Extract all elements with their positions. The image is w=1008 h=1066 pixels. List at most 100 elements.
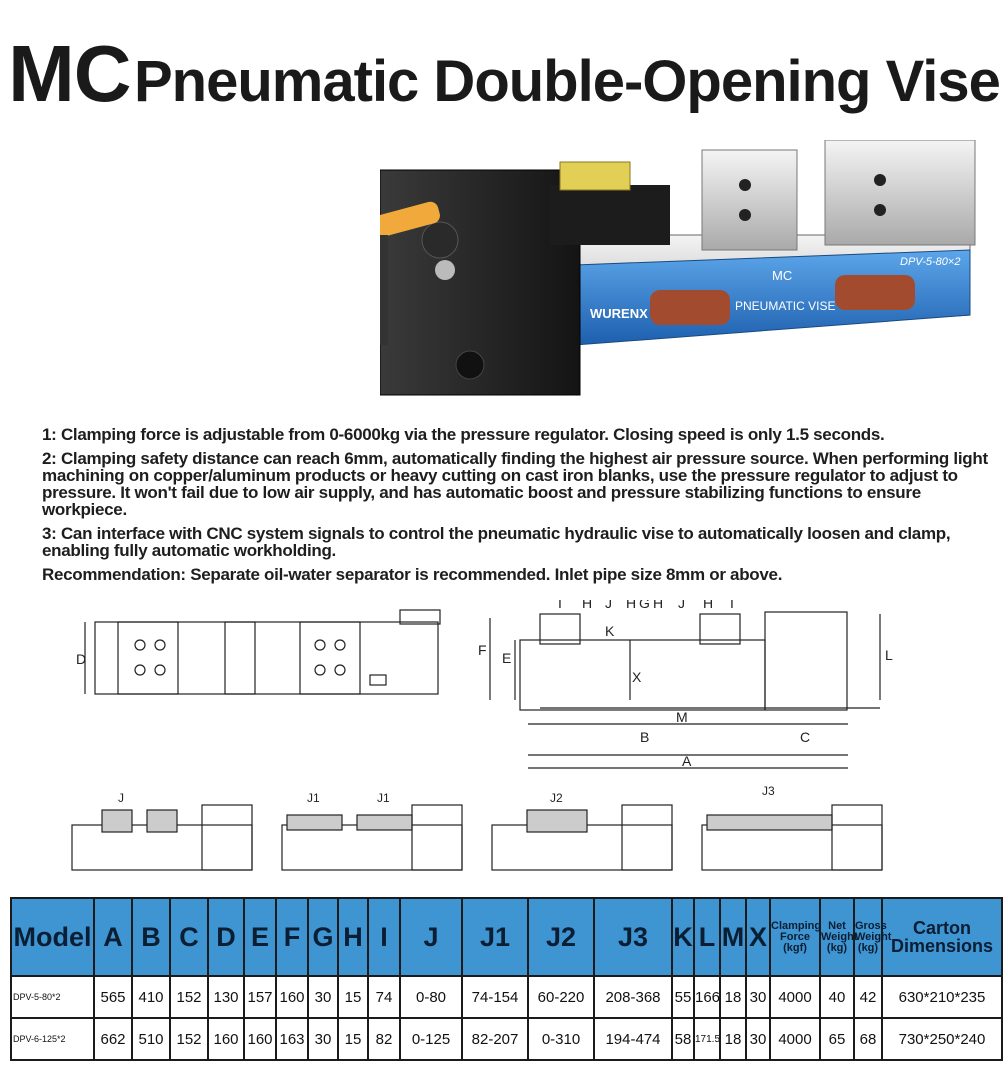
dim-A: A — [682, 753, 692, 769]
table-cell: 194-474 — [593, 1017, 673, 1061]
col-header-model: Model — [10, 897, 95, 977]
dim-H-mid2: H — [653, 600, 663, 611]
col-header-A: A — [93, 897, 133, 977]
table-cell: 0-310 — [527, 1017, 595, 1061]
dim-X: X — [632, 669, 642, 685]
table-cell: 160 — [243, 1017, 277, 1061]
dim-M: M — [676, 709, 688, 725]
dim-H-left: H — [582, 600, 592, 611]
dim-H-mid: H — [626, 600, 636, 611]
col-header-M: M — [719, 897, 747, 977]
brand-plate: WURENX — [590, 306, 648, 321]
table-cell: 30 — [745, 975, 771, 1019]
table-cell: 30 — [307, 1017, 339, 1061]
table-cell: 171.5 — [693, 1017, 721, 1061]
table-cell: 18 — [719, 975, 747, 1019]
table-cell: 662 — [93, 1017, 133, 1061]
col-header-J1: J1 — [461, 897, 529, 977]
page-title: MC Pneumatic Double-Opening Vise — [0, 28, 1008, 120]
feature-2: 2: Clamping safety distance can reach 6m… — [42, 449, 988, 519]
jaw-config-J2: J2 — [491, 791, 673, 871]
nameplate-line2: PNEUMATIC VISE — [735, 299, 835, 313]
jaw-config-J3: J3 — [701, 784, 883, 871]
table-cell: 565 — [93, 975, 133, 1019]
table-cell: 0-125 — [399, 1017, 463, 1061]
drawing-label-J1-left: J1 — [307, 791, 320, 805]
col-header-J2: J2 — [527, 897, 595, 977]
col-header-B: B — [131, 897, 171, 977]
dim-K: K — [605, 623, 615, 639]
table-cell: 74 — [367, 975, 401, 1019]
crank-handle — [380, 201, 440, 241]
table-row: DPV-5-80*2 565 410 152 130 157 160 30 15… — [10, 975, 1003, 1019]
col-header-gross-weight: Gross Weight (kg) — [853, 897, 891, 977]
col-header-D: D — [207, 897, 245, 977]
model-marking: DPV-5-80×2 — [900, 256, 960, 268]
title-prefix: MC — [8, 29, 131, 118]
table-cell: 730*250*240 — [881, 1017, 1003, 1061]
dim-J-left: J — [605, 600, 612, 611]
dim-I-right: I — [730, 600, 734, 611]
dim-D: D — [76, 651, 86, 667]
table-cell: DPV-5-80*2 — [10, 975, 95, 1019]
table-cell: 15 — [337, 1017, 369, 1061]
jaw-left — [701, 149, 798, 251]
table-cell: 60-220 — [527, 975, 595, 1019]
table-cell: 410 — [131, 975, 171, 1019]
dim-I-left: I — [558, 600, 562, 611]
table-cell: 208-368 — [593, 975, 673, 1019]
dim-H-right: H — [703, 600, 713, 611]
dim-E: E — [502, 650, 511, 666]
title-main: Pneumatic Double-Opening Vise — [134, 49, 1001, 114]
table-cell: 42 — [853, 975, 883, 1019]
col-header-J: J — [399, 897, 463, 977]
col-header-carton: Carton Dimensions — [881, 897, 1003, 977]
dim-F: F — [478, 642, 487, 658]
table-cell: 82 — [367, 1017, 401, 1061]
feature-list: 1: Clamping force is adjustable from 0-6… — [42, 426, 992, 583]
table-cell: 166 — [693, 975, 721, 1019]
drawing-label-J1-right: J1 — [377, 791, 390, 805]
jaw-config-J: J — [71, 791, 253, 871]
table-cell: 160 — [207, 1017, 245, 1061]
table-cell: 18 — [719, 1017, 747, 1061]
table-cell: 163 — [275, 1017, 309, 1061]
jaw-right — [824, 140, 976, 246]
table-row: DPV-6-125*2 662 510 152 160 160 163 30 1… — [10, 1017, 1003, 1061]
jaw-config-J1: J1 J1 — [281, 791, 463, 871]
table-cell: 160 — [275, 975, 309, 1019]
dim-J-right: J — [678, 600, 685, 611]
col-header-X: X — [745, 897, 771, 977]
col-header-L: L — [693, 897, 721, 977]
table-cell: 4000 — [769, 975, 821, 1019]
table-cell: 82-207 — [461, 1017, 529, 1061]
table-cell: 58 — [671, 1017, 695, 1061]
dim-G: G — [639, 600, 650, 611]
col-header-I: I — [367, 897, 401, 977]
table-cell: 68 — [853, 1017, 883, 1061]
table-cell: 55 — [671, 975, 695, 1019]
table-cell: 0-80 — [399, 975, 463, 1019]
col-header-J3: J3 — [593, 897, 673, 977]
drawing-label-J2: J2 — [550, 791, 563, 805]
drawing-label-J3: J3 — [762, 784, 775, 798]
col-header-F: F — [275, 897, 309, 977]
table-cell: 65 — [819, 1017, 855, 1061]
table-cell: DPV-6-125*2 — [10, 1017, 95, 1061]
col-header-K: K — [671, 897, 695, 977]
product-photo: WURENX MC PNEUMATIC VISE DPV-5-80×2 — [380, 140, 976, 396]
nameplate-line1: MC — [772, 268, 792, 283]
col-header-net-weight: Net Weight (kg) — [819, 897, 857, 977]
table-cell: 630*210*235 — [881, 975, 1003, 1019]
col-header-clamping-force: Clamping Force (kgf) — [769, 897, 821, 977]
table-cell: 4000 — [769, 1017, 821, 1061]
feature-3: 3: Can interface with CNC system signals… — [42, 524, 951, 560]
table-cell: 30 — [745, 1017, 771, 1061]
table-cell: 157 — [243, 975, 277, 1019]
dim-C: C — [800, 729, 810, 745]
col-header-H: H — [337, 897, 369, 977]
top-view-drawing: D — [76, 609, 441, 695]
table-cell: 510 — [131, 1017, 171, 1061]
table-cell: 74-154 — [461, 975, 529, 1019]
drawing-label-J: J — [118, 791, 124, 805]
